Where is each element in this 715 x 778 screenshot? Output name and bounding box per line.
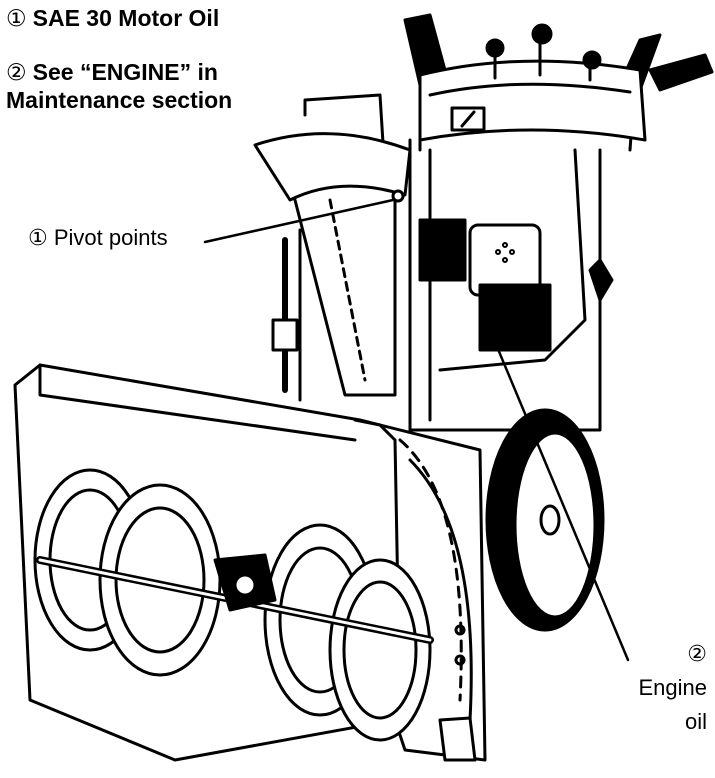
- legend-marker-1: ①: [6, 5, 27, 31]
- callout-oil-marker: ②: [687, 641, 707, 666]
- legend-text-2b: Maintenance section: [6, 87, 233, 113]
- leader-lines: [203, 198, 630, 662]
- callout-pivot-text: Pivot points: [53, 225, 168, 250]
- engine-oil-leader-line: [488, 328, 630, 662]
- left-frame: [271, 228, 302, 402]
- callout-pivot-points: ① Pivot points: [28, 224, 168, 252]
- discharge-chute: [253, 93, 412, 397]
- legend-text-2a: See “ENGINE” in: [32, 59, 218, 85]
- legend-marker-2: ②: [6, 59, 27, 85]
- control-panel: [418, 23, 647, 142]
- engine-block: [408, 138, 614, 432]
- callout-oil-line1: Engine: [638, 675, 707, 700]
- auger-blades: [33, 468, 434, 742]
- pivot-leader-line: [203, 198, 395, 244]
- legend-text-1: SAE 30 Motor Oil: [32, 5, 220, 31]
- callout-pivot-marker: ①: [28, 225, 48, 250]
- wheel: [485, 408, 605, 632]
- handlebars: [403, 13, 714, 152]
- callout-oil-line2: oil: [684, 709, 707, 734]
- callout-engine-oil: ② Engine oil: [638, 637, 707, 739]
